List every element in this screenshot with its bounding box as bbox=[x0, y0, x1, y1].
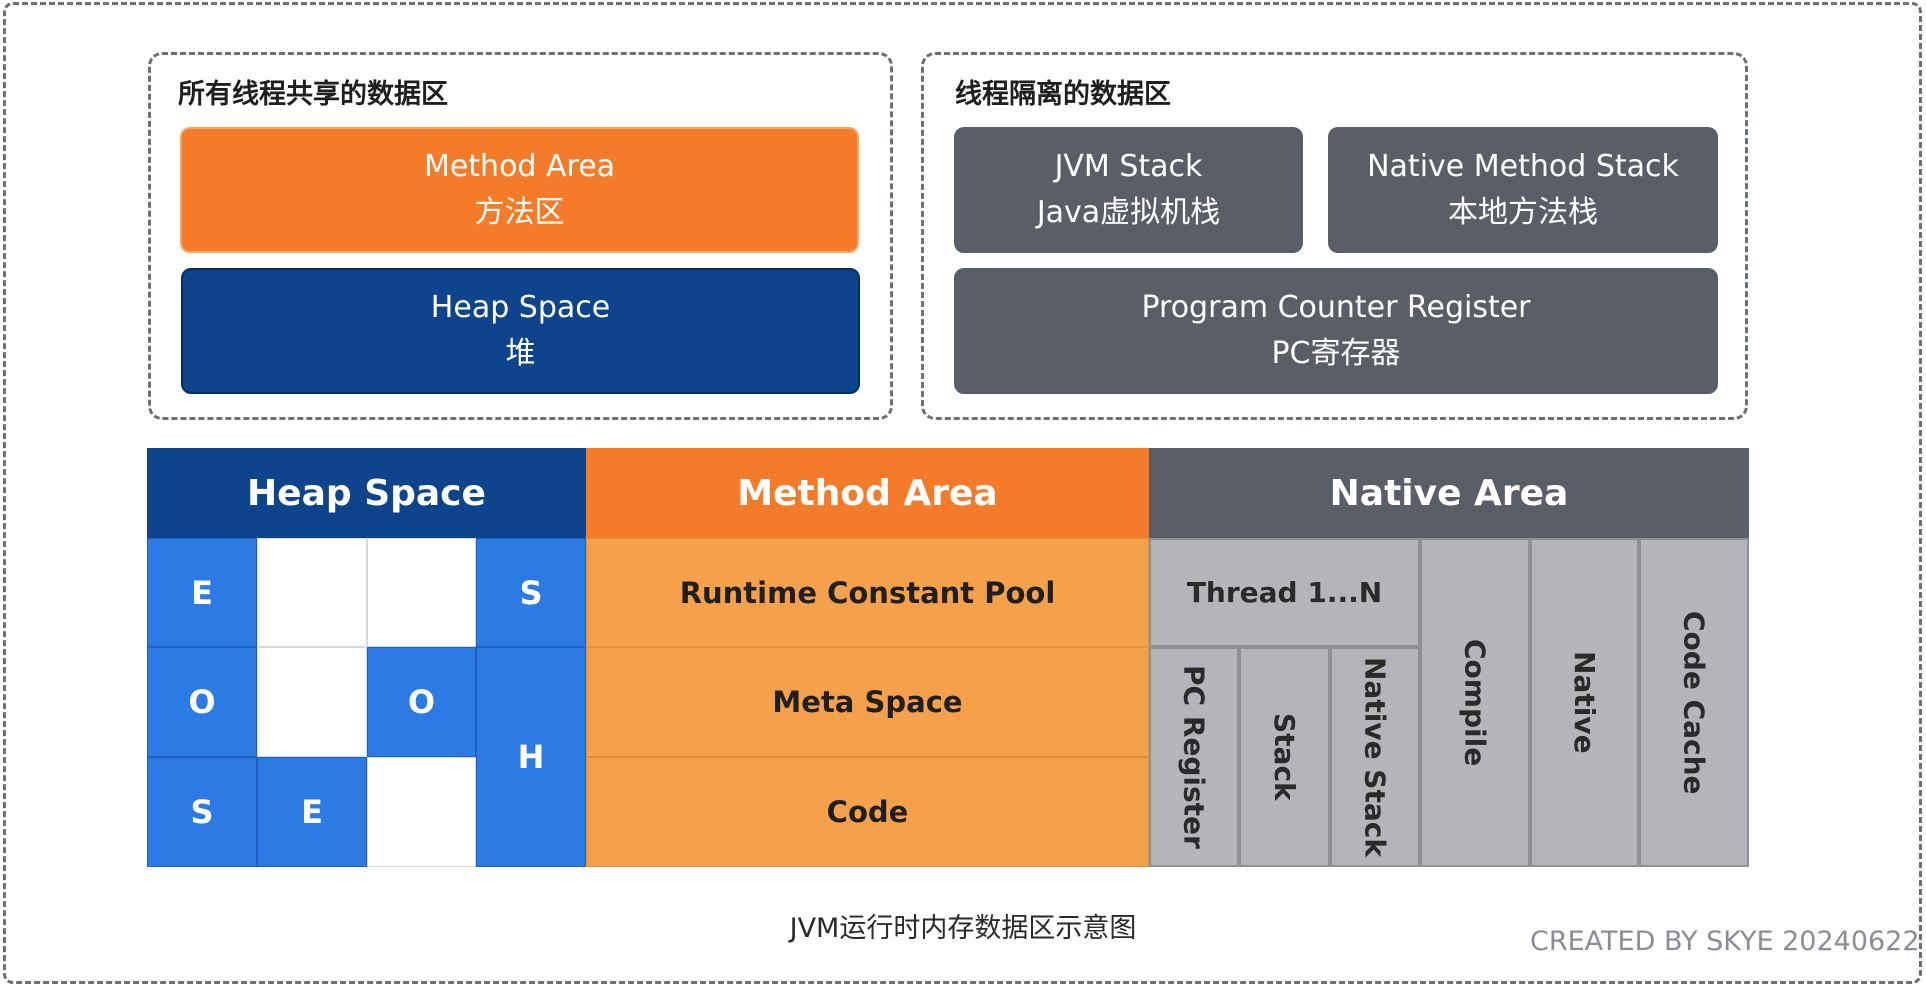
compile-cell: Compile bbox=[1420, 538, 1530, 867]
heap-cell-old: O bbox=[367, 647, 476, 757]
pc-register-label-cn: PC寄存器 bbox=[1271, 336, 1401, 371]
method-area-header: Method Area bbox=[586, 448, 1149, 538]
method-area-card: Method Area 方法区 bbox=[180, 127, 859, 253]
diagram-caption: JVM运行时内存数据区示意图 bbox=[789, 913, 1137, 944]
pc-register-label: Program Counter Register bbox=[1141, 290, 1531, 325]
shared-group-title: 所有线程共享的数据区 bbox=[178, 79, 448, 110]
thread-cell: Thread 1...N bbox=[1149, 538, 1420, 647]
jvm-stack-label-cn: Java虚拟机栈 bbox=[1036, 195, 1221, 230]
jvm-stack-card: JVM Stack Java虚拟机栈 bbox=[954, 127, 1303, 253]
heap-cell-empty bbox=[367, 538, 476, 647]
heap-space-label: Heap Space bbox=[430, 290, 611, 325]
heap-cell-old: O bbox=[147, 647, 257, 757]
heap-cell-survivor: S bbox=[476, 538, 586, 647]
method-area-label: Method Area bbox=[423, 149, 616, 184]
jvm-stack-label: JVM Stack bbox=[1054, 149, 1203, 184]
code-cell: Code bbox=[586, 757, 1149, 867]
credit-text: CREATED BY SKYE 20240622 bbox=[1530, 926, 1920, 957]
native-cell: Native bbox=[1530, 538, 1639, 867]
isolated-group-title: 线程隔离的数据区 bbox=[955, 79, 1171, 110]
pc-register-card: Program Counter Register PC寄存器 bbox=[954, 268, 1718, 394]
heap-cell-empty bbox=[257, 647, 367, 757]
heap-cell-eden: E bbox=[147, 538, 257, 647]
shared-data-area-group bbox=[148, 52, 893, 420]
native-method-stack-label-cn: 本地方法栈 bbox=[1448, 195, 1598, 230]
outer-frame bbox=[3, 2, 1922, 984]
heap-space-label-cn: 堆 bbox=[505, 336, 536, 371]
native-method-stack-card: Native Method Stack 本地方法栈 bbox=[1328, 127, 1718, 253]
runtime-constant-pool-cell: Runtime Constant Pool bbox=[586, 538, 1149, 647]
pc-register-cell: PC Register bbox=[1149, 647, 1239, 867]
heap-cell-empty bbox=[367, 757, 476, 867]
method-area-label-cn: 方法区 bbox=[474, 195, 565, 230]
isolated-data-area-group bbox=[921, 52, 1748, 420]
heap-cell-humongous: H bbox=[476, 647, 586, 867]
heap-cell-eden: E bbox=[257, 757, 367, 867]
heap-space-header: Heap Space bbox=[147, 448, 586, 538]
heap-space-card: Heap Space 堆 bbox=[181, 268, 860, 394]
stack-cell: Stack bbox=[1239, 647, 1330, 867]
native-stack-cell: Native Stack bbox=[1330, 647, 1420, 867]
heap-cell-survivor: S bbox=[147, 757, 257, 867]
heap-cell-empty bbox=[257, 538, 367, 647]
native-area-header: Native Area bbox=[1149, 448, 1749, 538]
meta-space-cell: Meta Space bbox=[586, 647, 1149, 757]
code-cache-cell: Code Cache bbox=[1639, 538, 1749, 867]
native-method-stack-label: Native Method Stack bbox=[1367, 149, 1679, 184]
